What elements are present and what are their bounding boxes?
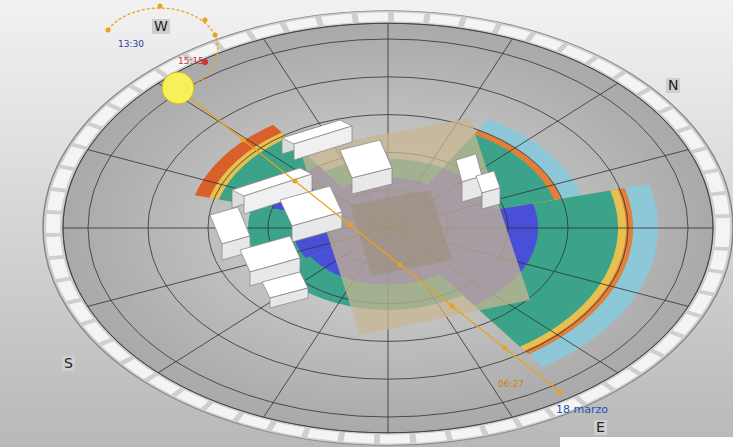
site-plan (350, 190, 452, 276)
compass-label: N (666, 78, 680, 93)
time-label: 06:27 (498, 380, 524, 390)
compass-label: E (594, 420, 607, 435)
polar-grid (43, 11, 733, 446)
sun-path (108, 8, 560, 392)
time-label: 15:15 (178, 57, 204, 67)
compass-label: S (62, 356, 75, 371)
compass-label: W (152, 19, 170, 34)
hour-dots (106, 4, 563, 395)
sun (162, 72, 194, 104)
panel (560, 437, 733, 447)
time-label: 13:30 (118, 40, 144, 50)
date-label: 18 marzo (556, 404, 608, 416)
